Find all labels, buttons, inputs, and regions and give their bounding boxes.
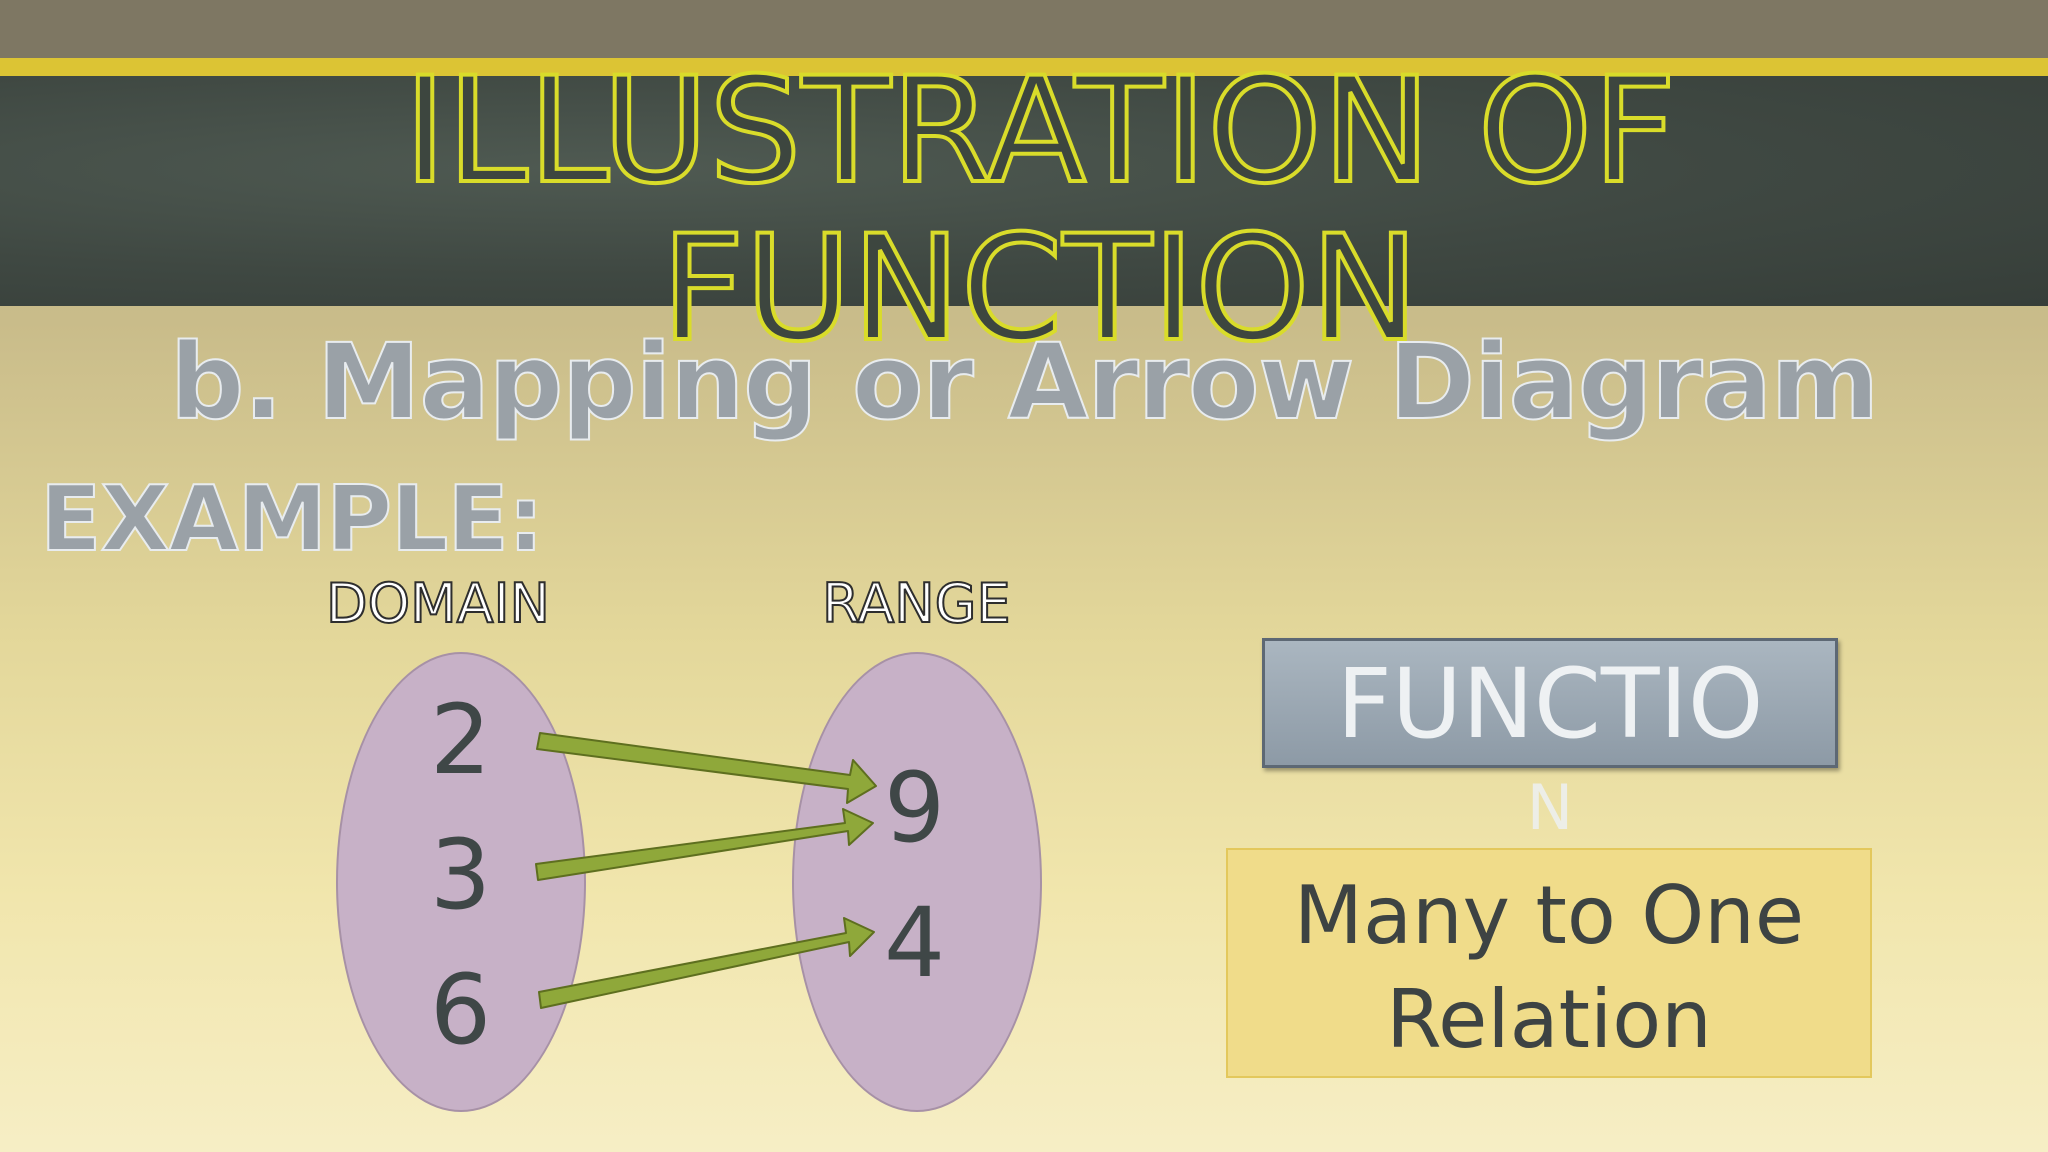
domain-label: DOMAIN — [325, 571, 551, 636]
chalkboard-banner — [0, 76, 2048, 306]
function-badge: FUNCTIO N — [1262, 638, 1838, 843]
range-value-9: 9 — [884, 752, 946, 864]
gold-accent-line — [0, 58, 2048, 76]
range-oval — [792, 652, 1042, 1112]
domain-oval — [336, 652, 586, 1112]
relation-text: Many to One Relation — [1293, 869, 1805, 1066]
range-label: RANGE — [821, 571, 1012, 636]
range-value-4: 4 — [884, 887, 946, 999]
domain-value-2: 2 — [430, 684, 492, 796]
top-strip — [0, 0, 2048, 58]
slide-subtitle: b. Mapping or Arrow Diagram — [169, 321, 1880, 443]
function-badge-overflow: N — [1526, 771, 1574, 844]
arrow-3-to-9 — [535, 808, 874, 881]
domain-value-6: 6 — [430, 954, 492, 1066]
domain-value-3: 3 — [430, 819, 492, 931]
function-badge-label: FUNCTIO — [1336, 648, 1764, 760]
example-label: EXAMPLE: — [39, 467, 545, 572]
slide-title: ILLUSTRATION OF FUNCTION — [402, 46, 1679, 374]
relation-box: Many to One Relation — [1226, 848, 1872, 1078]
arrow-6-to-4 — [538, 917, 875, 1009]
arrow-2-to-9 — [536, 732, 877, 804]
